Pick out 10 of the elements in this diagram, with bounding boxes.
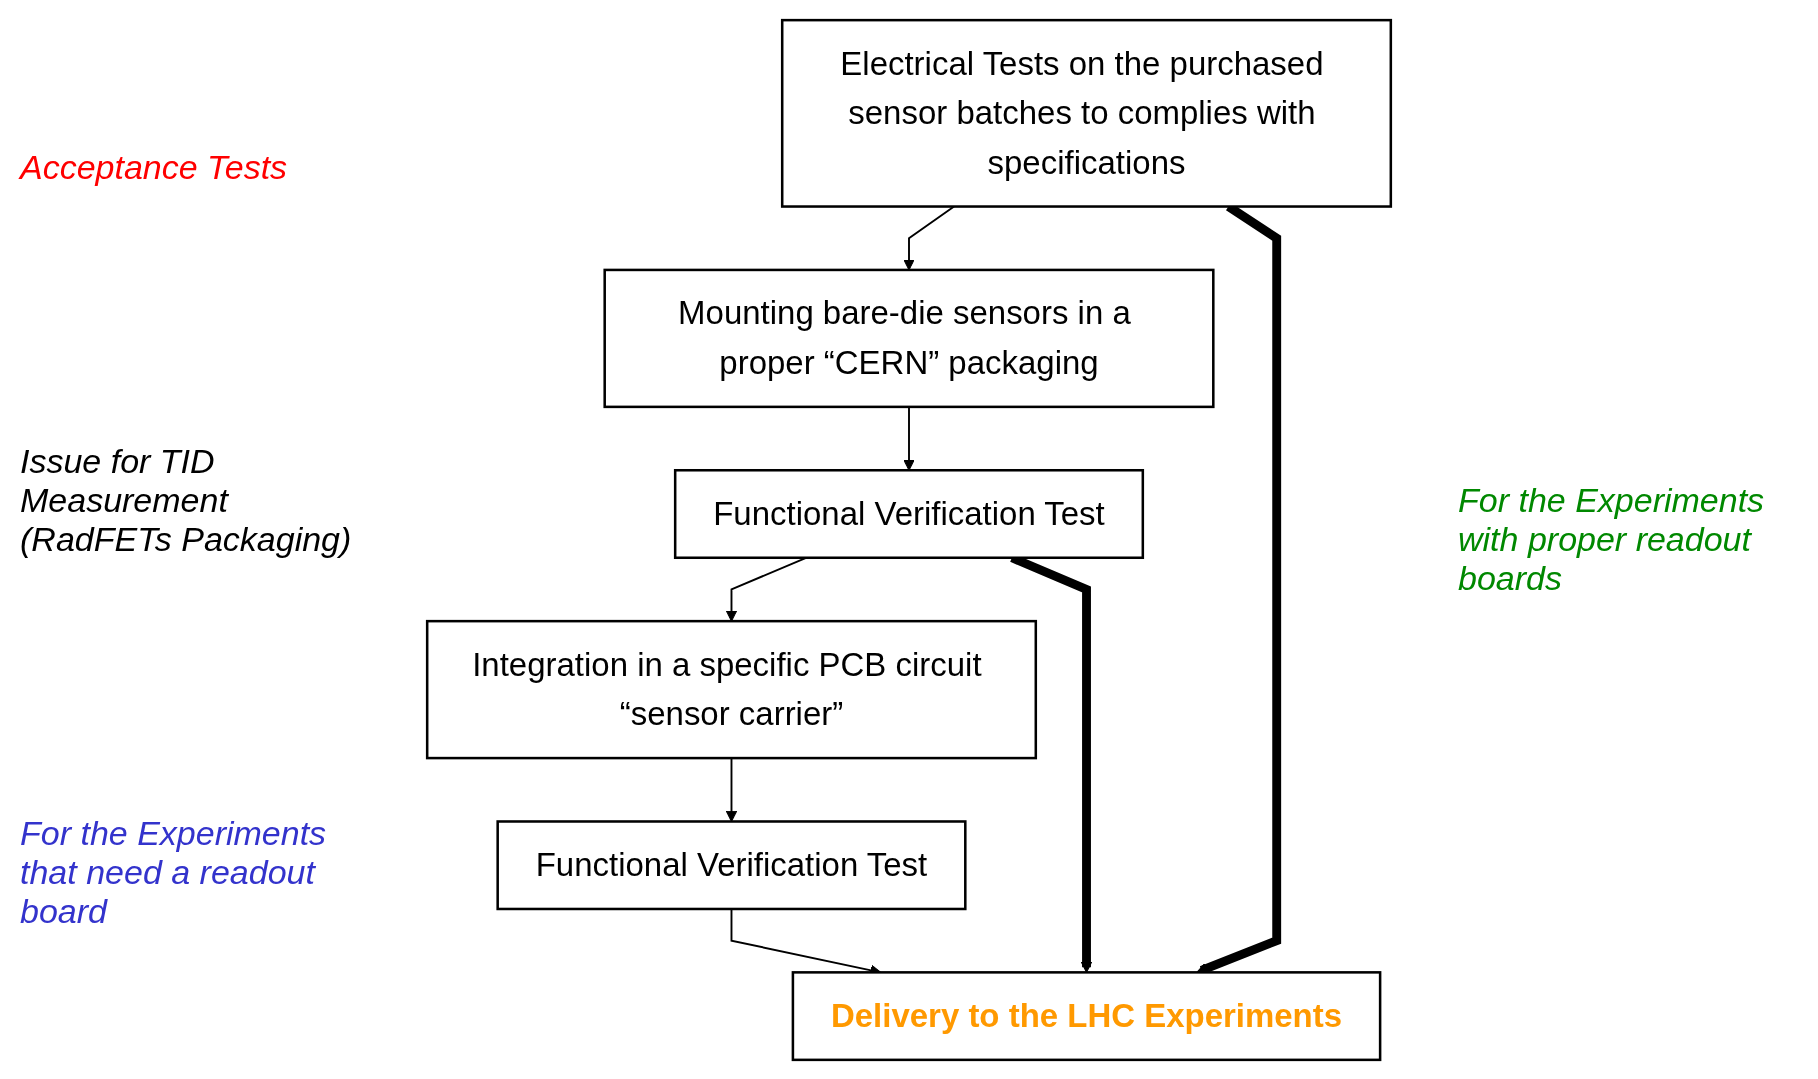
note-text: For the Experiments with proper readout boards bbox=[1458, 481, 1766, 598]
note-text: Acceptance Tests bbox=[20, 147, 289, 187]
note-text: Issue for TID Measurement (RadFETs Packaging) bbox=[20, 442, 353, 559]
node-box: Electrical Tests on the purchased sensor batches to complies with specifications bbox=[780, 18, 1393, 208]
note-text: For the Experiments that need a readout board bbox=[20, 814, 328, 932]
node-box: Functional Verification Test bbox=[673, 468, 1145, 559]
node-box: Functional Verification Test bbox=[496, 819, 967, 910]
node-box: Integration in a specific PCB circuit “sensor carrier” bbox=[425, 619, 1038, 759]
node-box: Delivery to the LHC Experiments bbox=[791, 970, 1382, 1061]
node-box: Mounting bare-die sensors in a proper “CERN” packaging bbox=[603, 268, 1215, 408]
